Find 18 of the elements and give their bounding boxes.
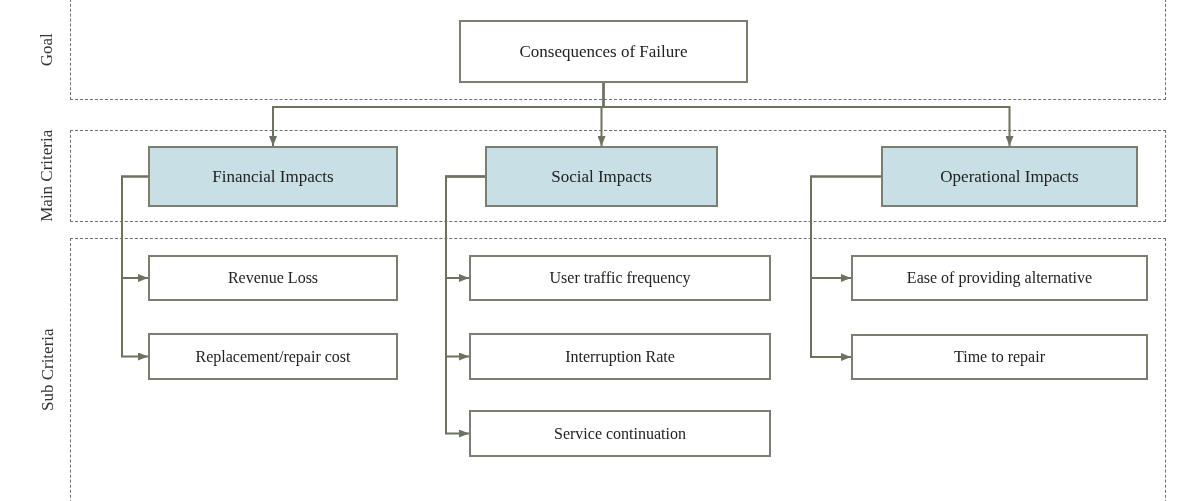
sub-criteria-box: Service continuation bbox=[469, 410, 771, 457]
connector-arrow bbox=[121, 175, 149, 361]
sub-criteria-box: Ease of providing alternative bbox=[851, 255, 1148, 301]
sub-criteria-box: Replacement/repair cost bbox=[148, 333, 398, 380]
criteria-box: Financial Impacts bbox=[148, 146, 398, 207]
sub-criteria-box: User traffic frequency bbox=[469, 255, 771, 301]
goal-box: Consequences of Failure bbox=[459, 20, 748, 83]
criteria-box: Social Impacts bbox=[485, 146, 718, 207]
criteria-box: Operational Impacts bbox=[881, 146, 1138, 207]
sub-criteria-box: Revenue Loss bbox=[148, 255, 398, 301]
band-label: Goal bbox=[36, 33, 58, 66]
band-label: Main Criteria bbox=[36, 129, 58, 223]
band-label: Sub Criteria bbox=[36, 328, 58, 411]
sub-criteria-box: Interruption Rate bbox=[469, 333, 771, 380]
connector-arrow bbox=[445, 175, 486, 438]
sub-criteria-box: Time to repair bbox=[851, 334, 1148, 380]
connector-arrow bbox=[810, 175, 882, 361]
connector-arrow bbox=[602, 82, 1014, 147]
